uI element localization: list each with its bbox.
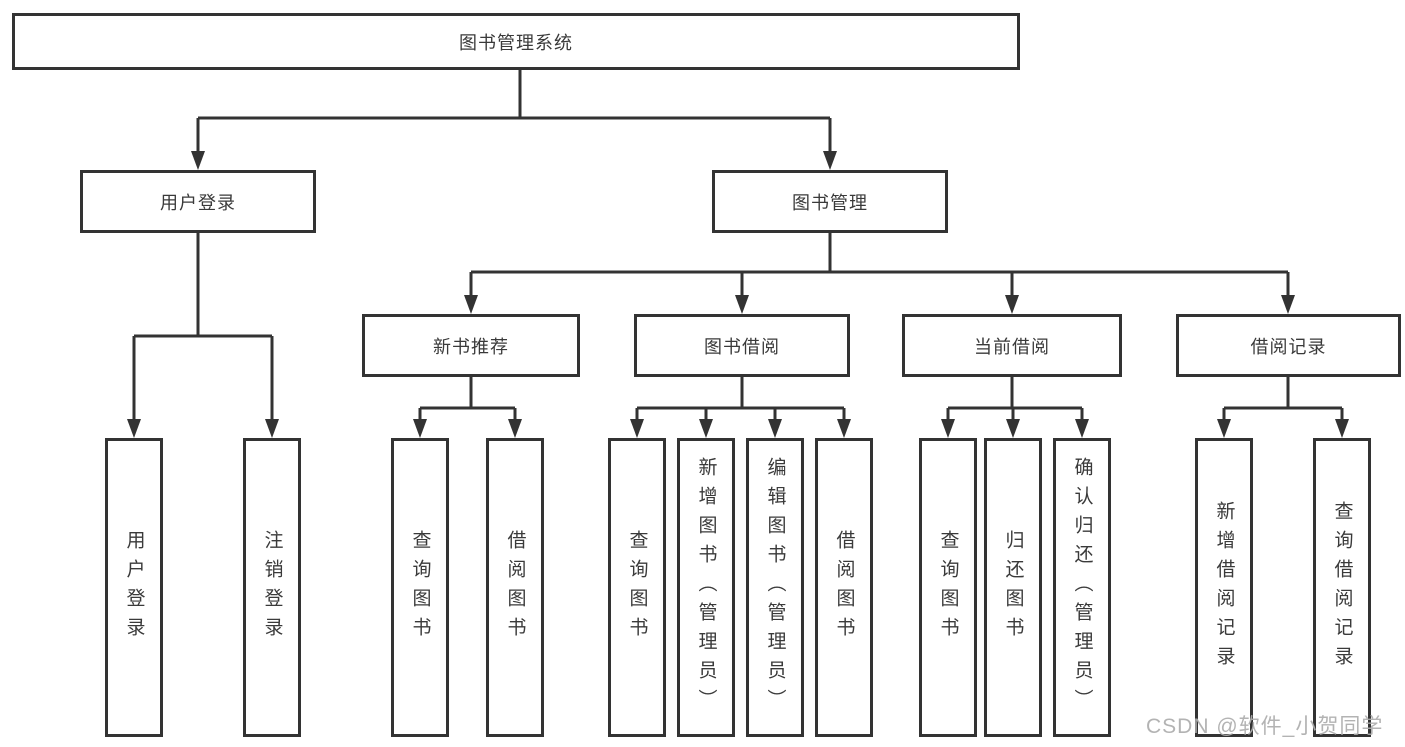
leaf-label: 归还图书 [1002, 529, 1024, 646]
node-label: 当前借阅 [974, 336, 1050, 357]
leaf-logout: 注销登录 [243, 438, 301, 737]
node-label: 新书推荐 [433, 336, 509, 357]
leaf-edit-book-admin: 编辑图书（管理员） [746, 438, 804, 737]
node-label: 图书借阅 [704, 336, 780, 357]
leaf-label: 查询图书 [409, 529, 431, 646]
node-book-management: 图书管理 [712, 170, 948, 233]
leaf-label: 查询图书 [937, 529, 959, 646]
leaf-borrow-books-borrowing: 借阅图书 [815, 438, 873, 737]
leaf-add-borrow-record: 新增借阅记录 [1195, 438, 1253, 737]
leaf-borrow-books-recommend: 借阅图书 [486, 438, 544, 737]
leaf-query-books-borrowing: 查询图书 [608, 438, 666, 737]
node-label: 借阅记录 [1250, 336, 1327, 357]
leaf-query-borrow-record: 查询借阅记录 [1313, 438, 1371, 737]
node-user-login: 用户登录 [80, 170, 316, 233]
leaf-label: 查询借阅记录 [1331, 500, 1353, 675]
node-borrow-records: 借阅记录 [1176, 314, 1401, 377]
node-current-borrowing: 当前借阅 [902, 314, 1122, 377]
leaf-label: 借阅图书 [833, 529, 855, 646]
leaf-add-book-admin: 新增图书（管理员） [677, 438, 735, 737]
leaf-return-books: 归还图书 [984, 438, 1042, 737]
leaf-label: 编辑图书（管理员） [764, 457, 786, 718]
csdn-watermark: CSDN @软件_小贺同学 [1146, 715, 1384, 738]
leaf-label: 借阅图书 [504, 529, 526, 646]
leaf-label: 用户登录 [123, 529, 145, 646]
node-label: 图书管理系统 [459, 32, 573, 53]
leaf-label: 确认归还（管理员） [1071, 457, 1093, 718]
leaf-label: 新增借阅记录 [1213, 500, 1235, 675]
node-new-book-recommend: 新书推荐 [362, 314, 580, 377]
node-library-system: 图书管理系统 [12, 13, 1020, 70]
leaf-label: 新增图书（管理员） [695, 457, 717, 718]
leaf-query-books-recommend: 查询图书 [391, 438, 449, 737]
leaf-label: 查询图书 [626, 529, 648, 646]
node-label: 用户登录 [160, 192, 236, 213]
node-book-borrowing: 图书借阅 [634, 314, 850, 377]
arrow-down-icons [127, 151, 1349, 438]
leaf-label: 注销登录 [261, 529, 283, 646]
leaf-confirm-return-admin: 确认归还（管理员） [1053, 438, 1111, 737]
leaf-query-books-current: 查询图书 [919, 438, 977, 737]
leaf-user-login: 用户登录 [105, 438, 163, 737]
node-label: 图书管理 [792, 192, 868, 213]
